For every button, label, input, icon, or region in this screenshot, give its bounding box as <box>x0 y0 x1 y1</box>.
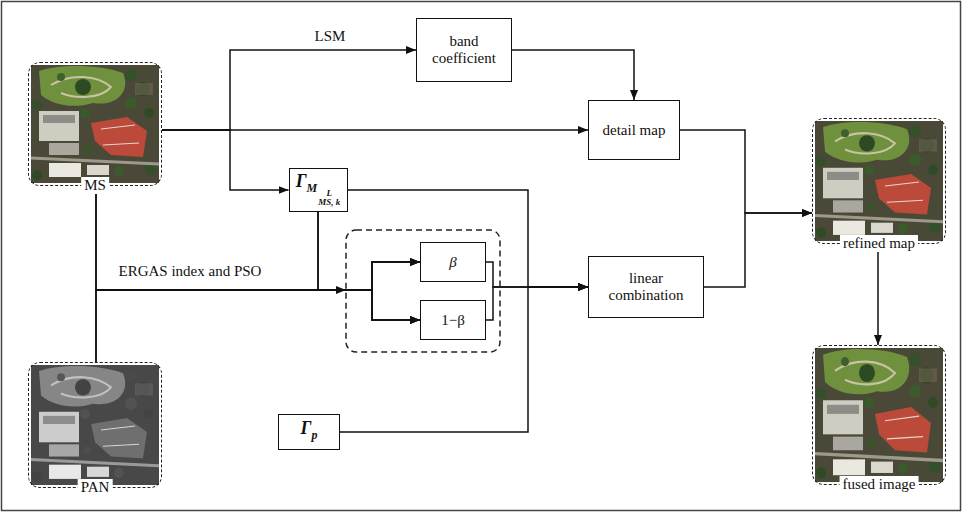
refined-aerial-image <box>815 121 943 241</box>
box-text: β <box>449 254 456 271</box>
pan-image-panel: PAN <box>28 362 162 488</box>
process-box: linear combination <box>588 256 704 318</box>
math-script: L <box>318 189 340 198</box>
box-label: 1−β <box>441 312 465 329</box>
math-part: Γ <box>301 418 312 438</box>
box-label: detail map <box>603 122 666 139</box>
flow-arrow <box>877 252 879 345</box>
weight-box: 1−β <box>420 300 486 340</box>
math-symbol: Γp <box>301 420 318 444</box>
box-text: linear combination <box>593 270 699 304</box>
flow-arrow <box>704 213 812 287</box>
process-box: detail map <box>588 100 680 160</box>
flow-arrow <box>96 194 420 290</box>
refined-image-panel: refined map <box>812 118 946 244</box>
edge-label: LSM <box>313 28 348 45</box>
process-box: band coefficient <box>416 18 512 82</box>
ms-image-panel: MS <box>28 62 162 186</box>
math-script: MS, k <box>318 198 340 207</box>
box-text: 1−β <box>441 312 465 329</box>
image-label: PAN <box>78 479 113 496</box>
flow-arrow <box>680 130 812 213</box>
flow-arrow <box>318 212 420 320</box>
fused-aerial-image <box>815 348 943 482</box>
ms-aerial-image <box>31 65 159 183</box>
box-label: band coefficient <box>421 33 507 67</box>
flow-arrow <box>96 194 420 320</box>
math-part: p <box>311 428 317 442</box>
flow-arrow <box>318 212 420 290</box>
gradient-box: ΓMLMS, k <box>289 168 348 212</box>
pan-aerial-image <box>31 365 159 485</box>
box-text: detail map <box>603 122 666 139</box>
math-part: M <box>307 181 318 195</box>
weight-group-frame <box>346 230 500 352</box>
flow-arrow <box>486 262 588 287</box>
flow-arrow <box>512 50 634 100</box>
math-part: Γ <box>296 171 307 191</box>
image-label: fused image <box>840 476 919 493</box>
image-label: MS <box>81 177 109 194</box>
box-text: band coefficient <box>421 33 507 67</box>
gradient-box: Γp <box>278 414 340 450</box>
flow-arrow <box>340 287 588 432</box>
flow-arrow <box>348 190 589 287</box>
box-label: linear combination <box>593 270 699 304</box>
flow-arrow <box>486 287 588 320</box>
flow-arrow <box>162 50 416 130</box>
edge-label: ERGAS index and PSO <box>117 263 264 280</box>
fused-image-panel: fused image <box>812 345 946 485</box>
script-stack: LMS, k <box>318 189 340 207</box>
image-label: refined map <box>840 235 918 252</box>
math-symbol: ΓMLMS, k <box>296 173 341 207</box>
flow-arrow <box>162 130 289 190</box>
weight-box: β <box>420 242 486 282</box>
box-label: β <box>449 254 456 271</box>
